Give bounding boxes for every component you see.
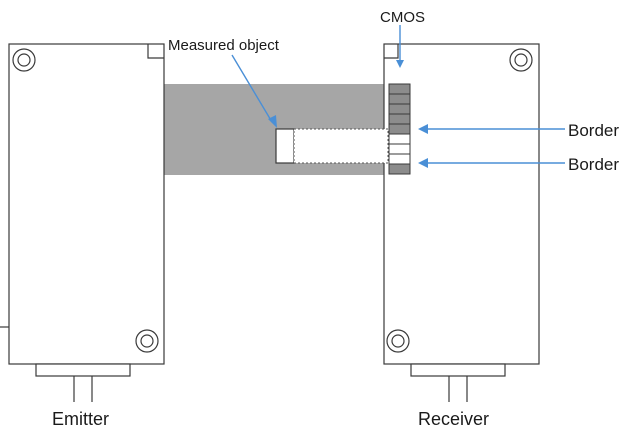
receiver-unit	[383, 43, 540, 402]
cmos-pointer-arrow	[396, 25, 404, 68]
cmos-cell	[388, 133, 411, 145]
measured-object-label: Measured object	[168, 37, 280, 54]
cmos-label: CMOS	[380, 9, 425, 26]
cmos-sensor	[388, 83, 411, 175]
object-shadow	[293, 128, 389, 164]
border-lower-label: Border	[568, 155, 619, 174]
emitter-label: Emitter	[52, 409, 109, 429]
border-upper-arrow	[418, 124, 565, 134]
measured-object	[275, 128, 295, 164]
cmos-cell	[388, 123, 411, 135]
measured-object-pointer-arrow	[231, 54, 277, 128]
cmos-cell	[388, 163, 411, 175]
border-upper-label: Border	[568, 121, 619, 140]
cmos-cell	[388, 103, 411, 115]
cmos-cell	[388, 83, 411, 95]
cmos-cell	[388, 113, 411, 125]
cmos-cell	[388, 153, 411, 165]
cmos-cell	[388, 93, 411, 105]
cmos-cell	[388, 143, 411, 155]
receiver-label: Receiver	[418, 409, 489, 429]
emitter-unit	[0, 43, 165, 402]
border-lower-arrow	[418, 158, 565, 168]
